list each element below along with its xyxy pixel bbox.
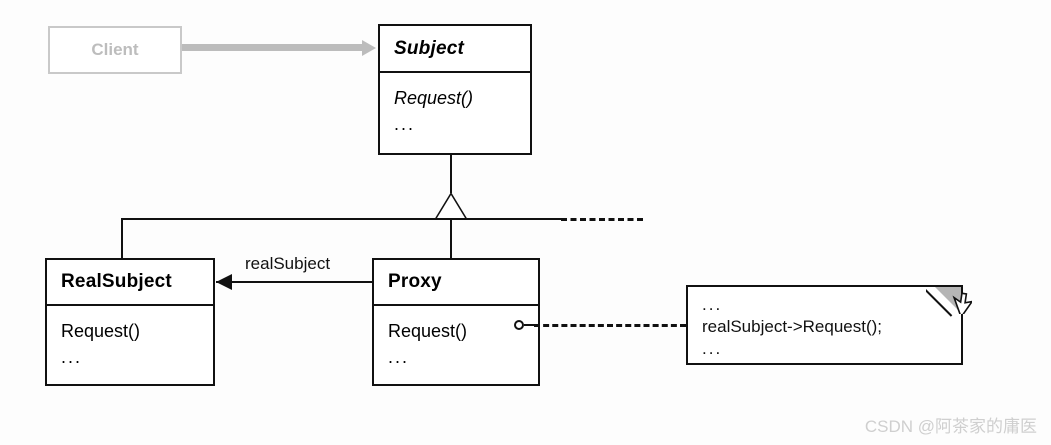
note-box[interactable]: ... realSubject->Request(); ... [686,285,963,365]
inheritance-stem-upper [450,155,452,193]
inheritance-triangle-icon [434,192,468,220]
subject-class-box[interactable]: Subject Request() ... [378,24,532,155]
proxy-to-realsubject-line [216,281,373,283]
proxy-to-note-dashed-line [534,324,686,327]
realsubject-operation-ellipsis: ... [61,347,83,367]
proxy-operation-ellipsis: ... [388,347,410,367]
client-to-subject-arrowhead [362,40,376,56]
subject-operation-ellipsis: ... [394,114,416,134]
realsubject-class-box[interactable]: RealSubject Request() ... [45,258,215,386]
proxy-request-anchor-circle-icon [514,320,524,330]
realsubject-operations: Request() ... [47,306,213,370]
client-class-box[interactable]: Client [48,26,182,74]
subject-operation-request: Request() [394,88,474,108]
inheritance-drop-proxy [450,218,452,260]
proxy-operation-request: Request() [388,321,468,341]
proxy-header: Proxy [374,260,538,306]
subject-operations: Request() ... [380,73,530,137]
subject-class-title: Subject [394,37,465,59]
mouse-cursor-icon [952,292,972,314]
realsubject-operation-request: Request() [61,321,141,341]
proxy-to-realsubject-arrowhead [216,274,232,290]
note-line-3: ... [702,339,723,358]
note-line-1: ... [702,295,723,314]
note-line-2: realSubject->Request(); [702,317,883,336]
subject-header: Subject [380,26,530,73]
proxy-class-box[interactable]: Proxy Request() ... [372,258,540,386]
realsubject-header: RealSubject [47,260,213,306]
note-content: ... realSubject->Request(); ... [702,294,952,360]
inheritance-horizontal-bar [121,218,561,220]
proxy-operations: Request() ... [374,306,538,370]
client-to-subject-line [182,44,362,51]
inheritance-bar-dashed-extension [561,218,643,221]
csdn-watermark: CSDN @阿茶家的庸医 [864,417,1037,436]
proxy-class-title: Proxy [388,271,442,292]
client-class-title: Client [91,40,139,59]
association-role-label: realSubject [245,254,331,273]
proxy-anchor-stub [524,324,534,326]
realsubject-class-title: RealSubject [61,271,172,292]
inheritance-drop-realsubject [121,218,123,260]
